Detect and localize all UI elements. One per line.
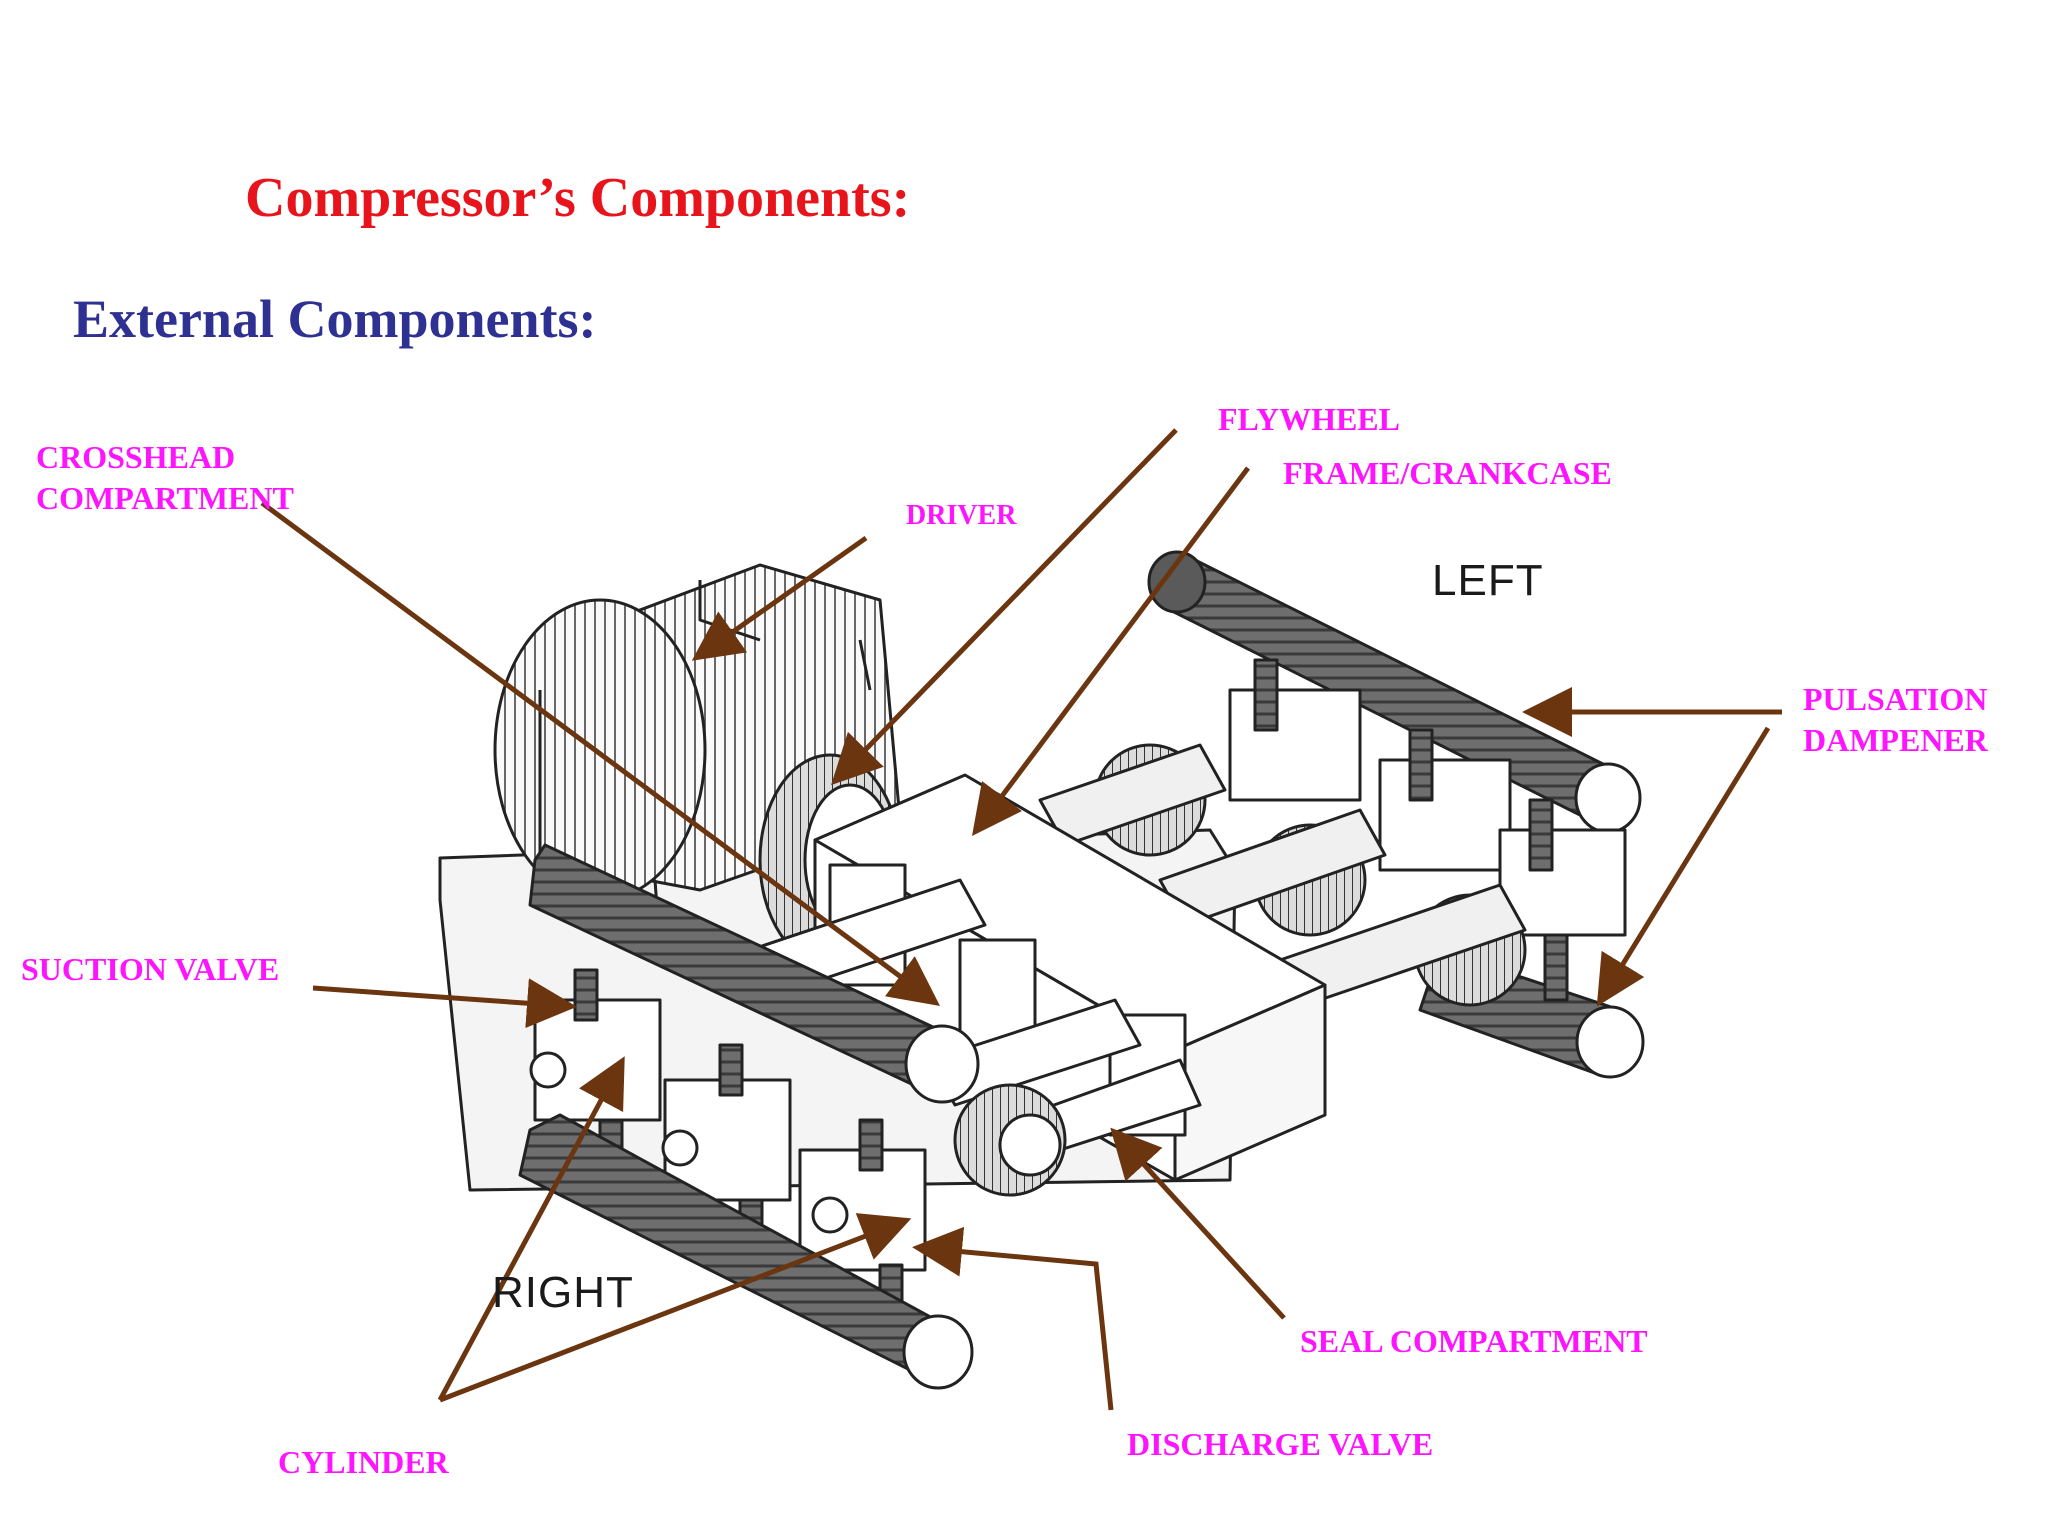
arrow-discharge <box>912 1226 1114 1411</box>
label-seal-compartment: SEAL COMPARTMENT <box>1300 1323 1648 1359</box>
leader-arrows <box>260 428 1782 1411</box>
left-upper-dampener <box>1147 550 1642 834</box>
label-crosshead-line1: CROSSHEAD <box>36 439 236 475</box>
label-frame-crankcase: FRAME/CRANKCASE <box>1283 455 1612 491</box>
right-lower-dampener <box>518 1113 974 1390</box>
left-side-marker: LEFT <box>1432 556 1544 605</box>
arrow-pulsation-lower <box>1596 726 1771 1007</box>
section-subtitle: External Components: <box>73 289 597 349</box>
label-pulsation-line2: DAMPENER <box>1803 722 1988 758</box>
arrow-crosshead <box>260 500 941 1006</box>
label-discharge-valve: DISCHARGE VALVE <box>1127 1426 1434 1462</box>
arrow-cylinder-b <box>439 1213 912 1403</box>
left-rods <box>1038 743 1527 1007</box>
arrow-seal <box>1110 1127 1286 1320</box>
label-pulsation-dampener: PULSATION DAMPENER <box>1803 679 1988 761</box>
arrow-frame <box>972 466 1250 836</box>
arrow-suction <box>312 978 577 1029</box>
label-crosshead-line2: COMPARTMENT <box>36 480 294 516</box>
label-cylinder: CYLINDER <box>278 1444 449 1480</box>
right-upper-dampener <box>528 843 980 1104</box>
arrow-driver <box>691 535 868 661</box>
machine-drawing <box>438 550 1645 1390</box>
page-title: Compressor’s Components: <box>245 167 911 229</box>
label-pulsation-line1: PULSATION <box>1803 681 1988 717</box>
label-flywheel: FLYWHEEL <box>1218 401 1400 437</box>
right-side-marker: RIGHT <box>492 1268 634 1317</box>
label-suction-valve: SUCTION VALVE <box>21 951 280 987</box>
arrow-cylinder-a <box>437 1056 625 1402</box>
label-crosshead-compartment: CROSSHEAD COMPARTMENT <box>36 437 294 519</box>
arrow-flywheel <box>831 428 1178 786</box>
label-driver: DRIVER <box>906 500 1017 531</box>
